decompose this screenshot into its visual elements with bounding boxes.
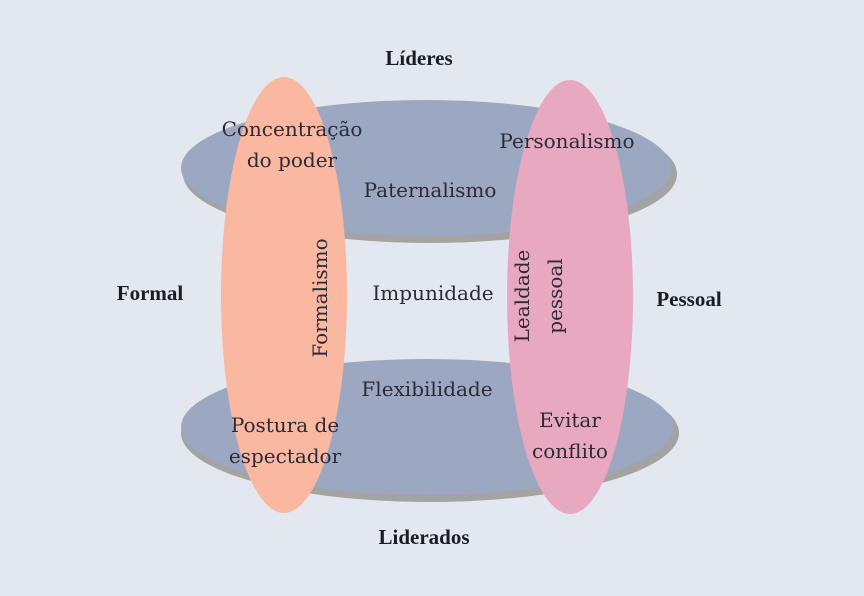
- trait-concentracao-line2: do poder: [247, 148, 338, 172]
- trait-evitar-line2: conflito: [532, 439, 608, 463]
- axis-label-liderados: Liderados: [378, 525, 469, 549]
- axis-label-formal: Formal: [117, 281, 184, 305]
- trait-flexibilidade: Flexibilidade: [361, 377, 492, 401]
- axis-label-lideres: Líderes: [385, 46, 452, 70]
- pessoal-ellipse: [507, 80, 633, 514]
- formal-ellipse: [221, 77, 347, 513]
- trait-concentracao-line1: Concentração: [222, 117, 363, 141]
- trait-impunidade: Impunidade: [372, 281, 493, 305]
- axis-label-pessoal: Pessoal: [656, 287, 721, 311]
- trait-formalismo: Formalismo: [308, 238, 332, 357]
- trait-personalismo: Personalismo: [499, 129, 634, 153]
- trait-evitar-line1: Evitar: [539, 408, 601, 432]
- trait-paternalismo: Paternalismo: [364, 178, 497, 202]
- trait-lealdade-line1: Lealdade: [510, 250, 534, 343]
- trait-postura-line2: espectador: [229, 444, 342, 468]
- trait-lealdade-line2: pessoal: [543, 258, 567, 334]
- trait-postura-line1: Postura de: [231, 413, 339, 437]
